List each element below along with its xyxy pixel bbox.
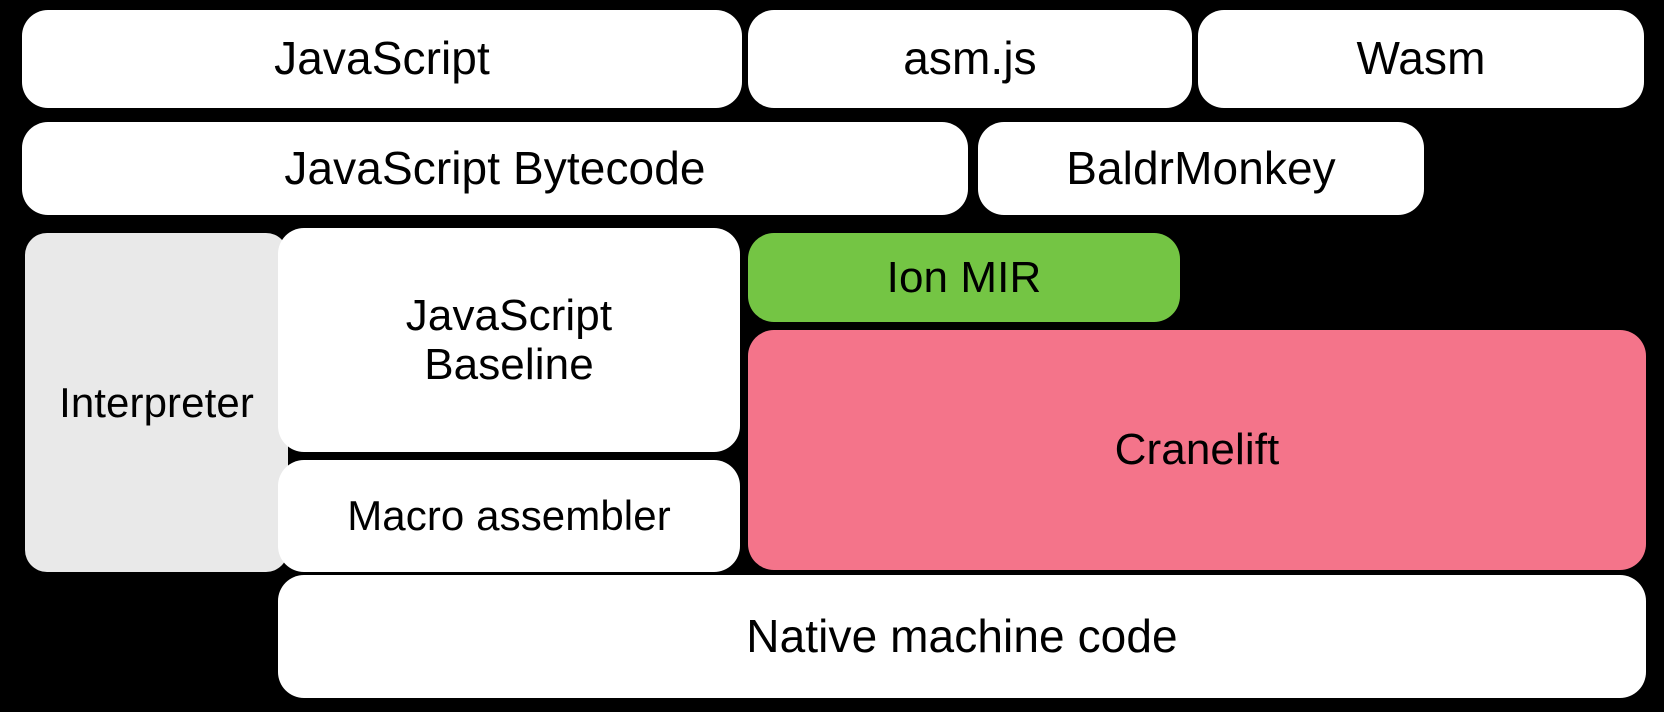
node-cranelift[interactable]: Cranelift: [748, 330, 1646, 570]
node-ion-mir[interactable]: Ion MIR: [748, 233, 1180, 322]
node-native-machine-code[interactable]: Native machine code: [278, 575, 1646, 698]
node-asm-js[interactable]: asm.js: [748, 10, 1192, 108]
node-javascript-baseline[interactable]: JavaScript Baseline: [278, 228, 740, 452]
node-interpreter[interactable]: Interpreter: [25, 233, 288, 572]
node-macro-assembler[interactable]: Macro assembler: [278, 460, 740, 572]
node-javascript-bytecode[interactable]: JavaScript Bytecode: [22, 122, 968, 215]
node-baldrmonkey[interactable]: BaldrMonkey: [978, 122, 1424, 215]
node-javascript[interactable]: JavaScript: [22, 10, 742, 108]
node-wasm[interactable]: Wasm: [1198, 10, 1644, 108]
